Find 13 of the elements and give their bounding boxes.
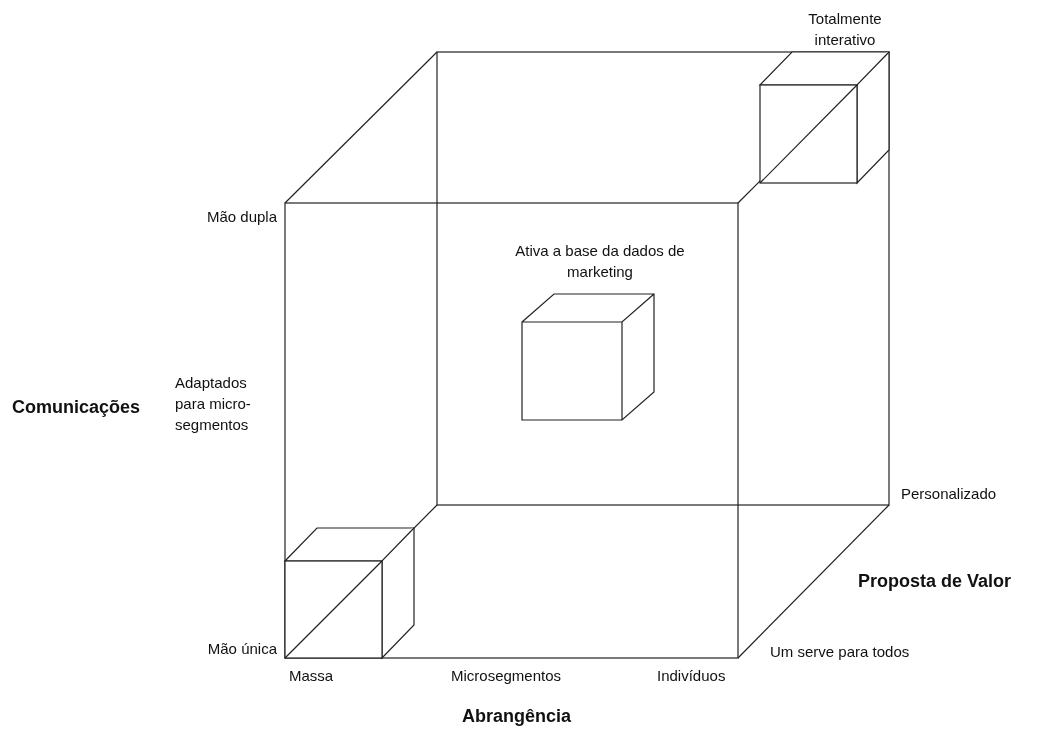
axis-title: Comunicações (12, 397, 142, 418)
axis-label: Indivíduos (657, 666, 727, 686)
axis-label: Adaptados para micro-segmentos (175, 373, 252, 435)
axis-title: Abrangência (462, 706, 573, 727)
axis-label: Totalmente interativo (807, 9, 883, 50)
axis-label: Personalizado (901, 484, 998, 504)
cube-label: Ativa a base da dados de marketing (514, 241, 686, 282)
axis-label: Mão única (206, 639, 277, 659)
axis-label: Massa (289, 666, 335, 686)
axis-title: Proposta de Valor (858, 571, 1013, 592)
axis-label: Um serve para todos (770, 642, 911, 662)
axis-label: Mão dupla (205, 207, 277, 227)
axis-label: Microsegmentos (451, 666, 563, 686)
